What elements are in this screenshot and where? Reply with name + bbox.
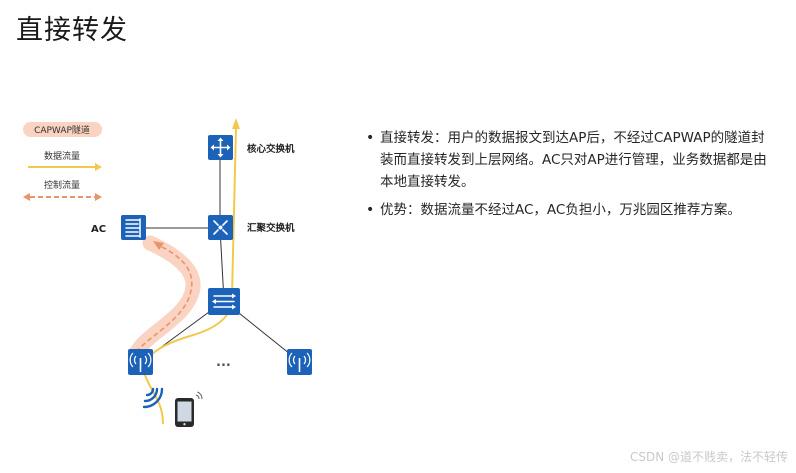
legend-control-flow-arrow-left-icon [23,193,30,201]
phone-icon [175,391,203,427]
bullet-advantage: 优势：数据流量不经过AC，AC负担小，万兆园区推荐方案。 [364,199,774,221]
watermark: CSDN @道不贱卖，法不轻传 [629,450,788,464]
legend-data-flow-label: 数据流量 [44,150,80,162]
aggregation-switch: 汇聚交换机 [208,215,295,240]
core-switch-label: 核心交换机 [247,143,295,155]
legend: CAPWAP隧道 数据流量 控制流量 [23,122,102,201]
bullet-direct-forwarding: 直接转发：用户的数据报文到达AP后，不经过CAPWAP的隧道封装而直接转发到上层… [364,127,774,193]
legend-control-flow-arrow-right-icon [95,193,102,201]
ap-right [287,349,312,375]
capwap-tunnel [128,235,201,362]
bullet-list: 直接转发：用户的数据报文到达AP后，不经过CAPWAP的隧道封装而直接转发到上层… [364,127,774,227]
ac-controller: AC [91,215,146,240]
wireless-signal-icon [142,387,164,409]
legend-tunnel-label: CAPWAP隧道 [34,124,90,136]
legend-tunnel-swatch [23,122,102,137]
control-flow-arrow-icon [153,241,164,250]
legend-control-flow-label: 控制流量 [44,179,80,191]
aggregation-switch-label: 汇聚交换机 [247,222,295,234]
ac-label: AC [91,224,106,235]
more-aps-ellipsis: ... [216,355,231,370]
network-diagram: CAPWAP隧道 数据流量 控制流量 核心交 [23,118,312,427]
ap-left [128,349,153,375]
legend-data-flow-arrow-icon [95,163,102,171]
data-flow-arrow-icon [232,118,240,129]
control-flow-path [135,245,193,353]
core-switch: 核心交换机 [208,135,295,160]
page-title: 直接转发 [16,15,128,46]
access-switch [208,288,240,315]
